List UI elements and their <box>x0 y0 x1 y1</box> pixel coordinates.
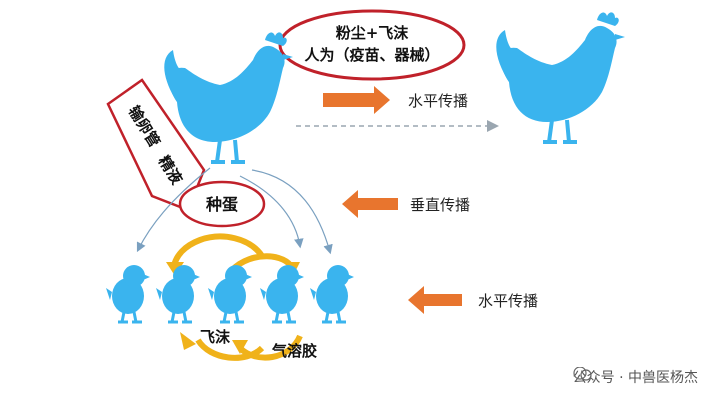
chick-1 <box>104 263 152 324</box>
chick-4 <box>258 263 306 324</box>
aerosol-label: 气溶胶 <box>271 342 317 360</box>
droplet-label: 飞沫 <box>200 328 231 346</box>
horizontal-arrow-top <box>323 86 390 114</box>
wechat-icon <box>573 367 592 381</box>
human-vaccine-line2: 人为（疫苗、器械） <box>304 46 439 64</box>
dust-droplet-ellipse <box>278 9 466 81</box>
hatching-egg-label: 种蛋 <box>205 195 238 214</box>
vertical-arrow <box>342 190 398 218</box>
spread-arrows <box>136 167 333 255</box>
hen-right <box>494 10 627 144</box>
horizontal-label-bottom: 水平传播 <box>478 292 538 310</box>
chick-5 <box>308 263 356 324</box>
oviduct-semen-banner: 输卵管 精液 <box>106 78 206 212</box>
horizontal-label-top: 水平传播 <box>408 92 468 110</box>
watermark: 公众号 · 中兽医杨杰 <box>573 367 698 387</box>
dust-droplet-line1: 粉尘+飞沫 <box>336 24 410 42</box>
chick-3 <box>206 263 254 324</box>
chick-2 <box>154 263 202 324</box>
horizontal-arrow-bottom <box>408 286 462 314</box>
watermark-text: 公众号 · 中兽医杨杰 <box>572 370 698 386</box>
hatching-egg-ellipse <box>178 180 266 228</box>
vertical-label: 垂直传播 <box>410 196 470 214</box>
